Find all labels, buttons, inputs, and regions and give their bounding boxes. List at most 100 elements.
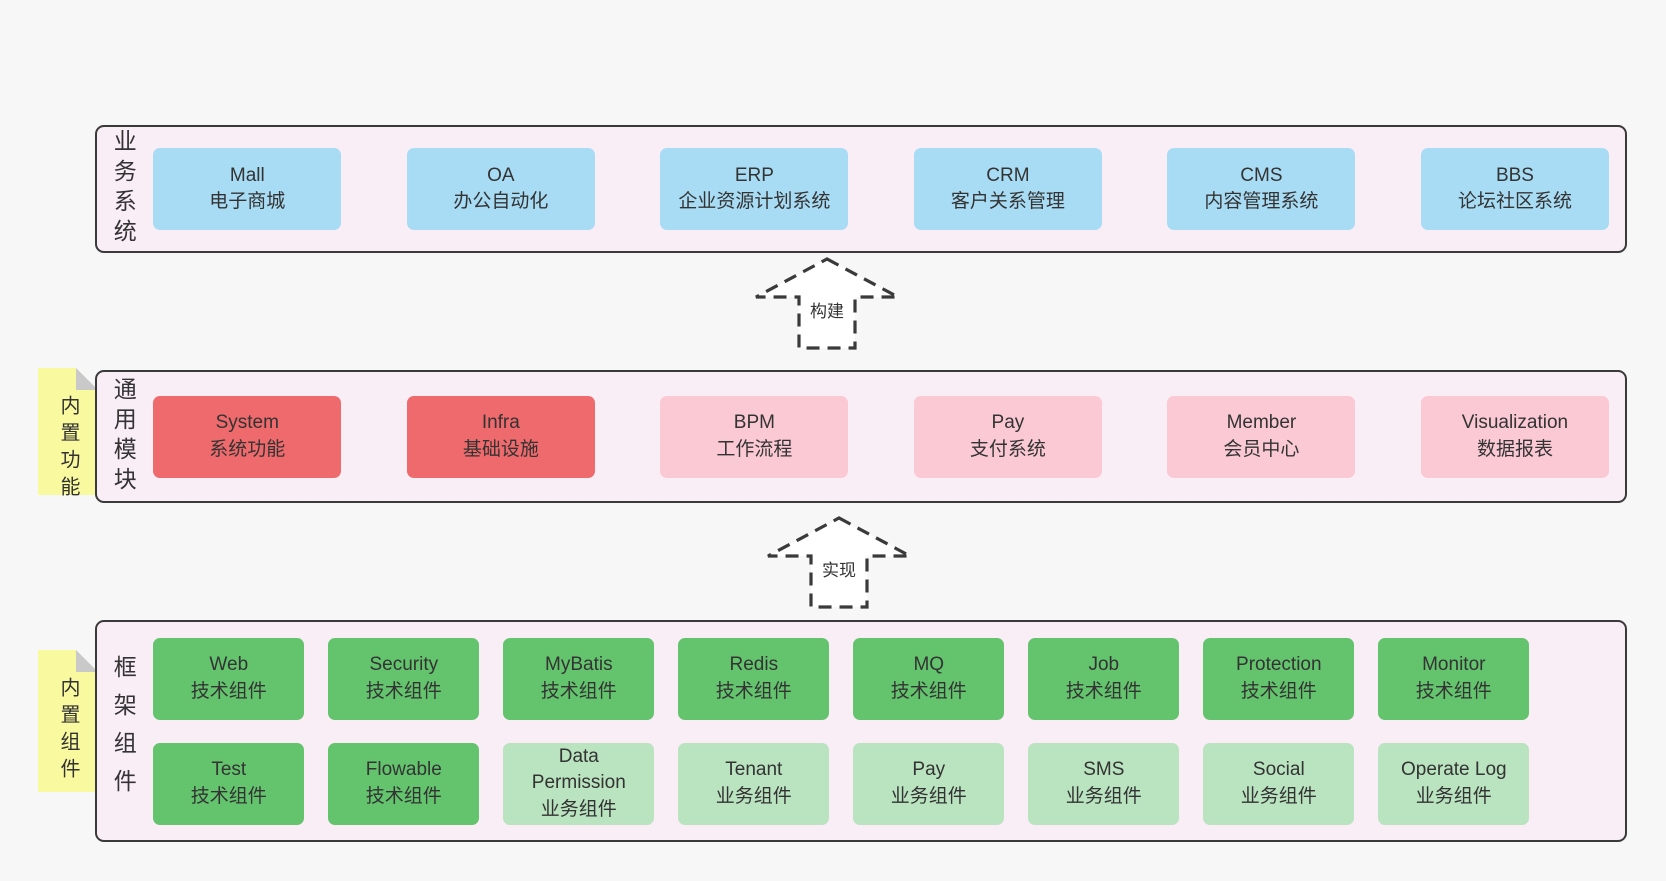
box-subtitle: 客户关系管理 — [950, 191, 1065, 212]
box-bbs: BBS 论坛社区系统 — [1420, 148, 1609, 230]
implement-arrow-up-icon: 实现 — [764, 515, 914, 610]
box-pay-system: Pay 支付系统 — [913, 395, 1102, 478]
box-subtitle: 技术组件 — [1240, 680, 1317, 702]
box-subtitle: 技术组件 — [1415, 680, 1492, 702]
box-title: Member — [1226, 412, 1297, 434]
box-protection: Protection 技术组件 — [1203, 637, 1355, 720]
box-member: Member 会员中心 — [1167, 395, 1356, 478]
box-subtitle: 业务组件 — [540, 798, 617, 820]
box-visualization: Visualization 数据报表 — [1420, 395, 1609, 478]
box-title: OA — [487, 164, 515, 186]
box-subtitle: 技术组件 — [715, 680, 792, 702]
box-monitor: Monitor 技术组件 — [1378, 637, 1530, 720]
sticky-note-built-in-components: 内置组件 — [38, 650, 98, 792]
framework-components-grid: Web 技术组件 Security 技术组件 MyBatis 技术组件 Redi… — [153, 637, 1625, 825]
arrow-label: 实现 — [819, 555, 859, 582]
box-job: Job 技术组件 — [1028, 637, 1180, 720]
box-subtitle: 业务组件 — [1415, 785, 1492, 807]
arrow-label: 构建 — [807, 296, 847, 323]
band-framework-components: 框架组件 Web 技术组件 Security 技术组件 MyBatis 技术组件… — [95, 620, 1627, 842]
box-infra: Infra 基础设施 — [406, 395, 595, 478]
band-label: 通用模块 — [110, 376, 137, 497]
box-title: Operate Log — [1400, 759, 1507, 781]
box-title: Flowable — [365, 759, 442, 781]
box-subtitle: 技术组件 — [190, 680, 267, 702]
band-label: 框架组件 — [110, 655, 137, 807]
box-title: Tenant — [725, 759, 783, 781]
box-subtitle: 业务组件 — [1240, 785, 1317, 807]
box-title: Pay — [991, 412, 1025, 434]
box-oa: OA 办公自动化 — [406, 148, 595, 230]
box-title: ERP — [734, 164, 774, 186]
box-title: Test — [211, 759, 247, 781]
box-subtitle: 业务组件 — [890, 785, 967, 807]
box-title: Infra — [481, 412, 520, 434]
box-title: CRM — [986, 164, 1030, 186]
box-flowable: Flowable 技术组件 — [328, 742, 480, 825]
box-bpm: BPM 工作流程 — [660, 395, 849, 478]
box-title: Mall — [229, 164, 265, 186]
box-title: Data Permission — [531, 746, 626, 794]
box-subtitle: 技术组件 — [1065, 680, 1142, 702]
band-common-modules: 通用模块 System 系统功能 Infra 基础设施 BPM 工作流程 Pay… — [95, 370, 1627, 503]
band-business-systems: 业务系统 Mall 电子商城 OA 办公自动化 ERP 企业资源计划系统 CRM… — [95, 125, 1627, 253]
box-subtitle: 基础设施 — [462, 438, 539, 460]
box-subtitle: 数据报表 — [1476, 438, 1553, 460]
box-title: MyBatis — [545, 654, 613, 676]
box-crm: CRM 客户关系管理 — [913, 148, 1102, 230]
box-subtitle: 办公自动化 — [453, 191, 549, 212]
box-title: Social — [1252, 759, 1305, 781]
box-title: Security — [369, 654, 439, 676]
box-web: Web 技术组件 — [153, 637, 305, 720]
box-subtitle: 业务组件 — [715, 785, 792, 807]
box-subtitle: 论坛社区系统 — [1457, 191, 1572, 212]
box-subtitle: 技术组件 — [190, 785, 267, 807]
box-title: BBS — [1495, 164, 1534, 186]
box-title: BPM — [733, 412, 775, 434]
box-operate-log: Operate Log 业务组件 — [1378, 742, 1530, 825]
box-tenant: Tenant 业务组件 — [678, 742, 830, 825]
box-security: Security 技术组件 — [328, 637, 480, 720]
box-title: Pay — [912, 759, 946, 781]
box-redis: Redis 技术组件 — [678, 637, 830, 720]
sticky-note-label: 内置功能 — [57, 395, 79, 503]
box-subtitle: 内容管理系统 — [1204, 191, 1319, 212]
band-label: 业务系统 — [110, 129, 137, 249]
box-subtitle: 技术组件 — [890, 680, 967, 702]
business-systems-row: Mall 电子商城 OA 办公自动化 ERP 企业资源计划系统 CRM 客户关系… — [153, 148, 1609, 230]
box-subtitle: 业务组件 — [1065, 785, 1142, 807]
box-subtitle: 技术组件 — [365, 680, 442, 702]
box-test: Test 技术组件 — [153, 742, 305, 825]
box-subtitle: 电子商城 — [209, 191, 286, 212]
box-title: Job — [1088, 654, 1120, 676]
box-mq: MQ 技术组件 — [853, 637, 1005, 720]
box-title: Monitor — [1422, 654, 1486, 676]
box-sms: SMS 业务组件 — [1028, 742, 1180, 825]
box-title: Redis — [729, 654, 779, 676]
box-system: System 系统功能 — [153, 395, 342, 478]
box-title: Protection — [1236, 654, 1322, 676]
box-mybatis: MyBatis 技术组件 — [503, 637, 655, 720]
box-title: Web — [209, 654, 249, 676]
box-subtitle: 系统功能 — [209, 438, 286, 460]
box-title: System — [215, 412, 279, 434]
box-subtitle: 工作流程 — [716, 438, 793, 460]
box-subtitle: 企业资源计划系统 — [678, 191, 831, 212]
box-data-permission: Data Permission 业务组件 — [503, 742, 655, 825]
box-title: SMS — [1083, 759, 1125, 781]
box-mall: Mall 电子商城 — [153, 148, 342, 230]
box-pay-component: Pay 业务组件 — [853, 742, 1005, 825]
box-cms: CMS 内容管理系统 — [1167, 148, 1356, 230]
box-subtitle: 会员中心 — [1223, 438, 1300, 460]
sticky-note-built-in-features: 内置功能 — [38, 368, 98, 503]
common-modules-row: System 系统功能 Infra 基础设施 BPM 工作流程 Pay 支付系统… — [153, 395, 1609, 478]
box-subtitle: 技术组件 — [540, 680, 617, 702]
box-social: Social 业务组件 — [1203, 742, 1355, 825]
build-arrow-up-icon: 构建 — [752, 256, 902, 351]
box-title: MQ — [913, 654, 945, 676]
box-subtitle: 支付系统 — [969, 438, 1046, 460]
box-erp: ERP 企业资源计划系统 — [660, 148, 849, 230]
sticky-note-label: 内置组件 — [57, 677, 79, 785]
box-title: CMS — [1240, 164, 1283, 186]
